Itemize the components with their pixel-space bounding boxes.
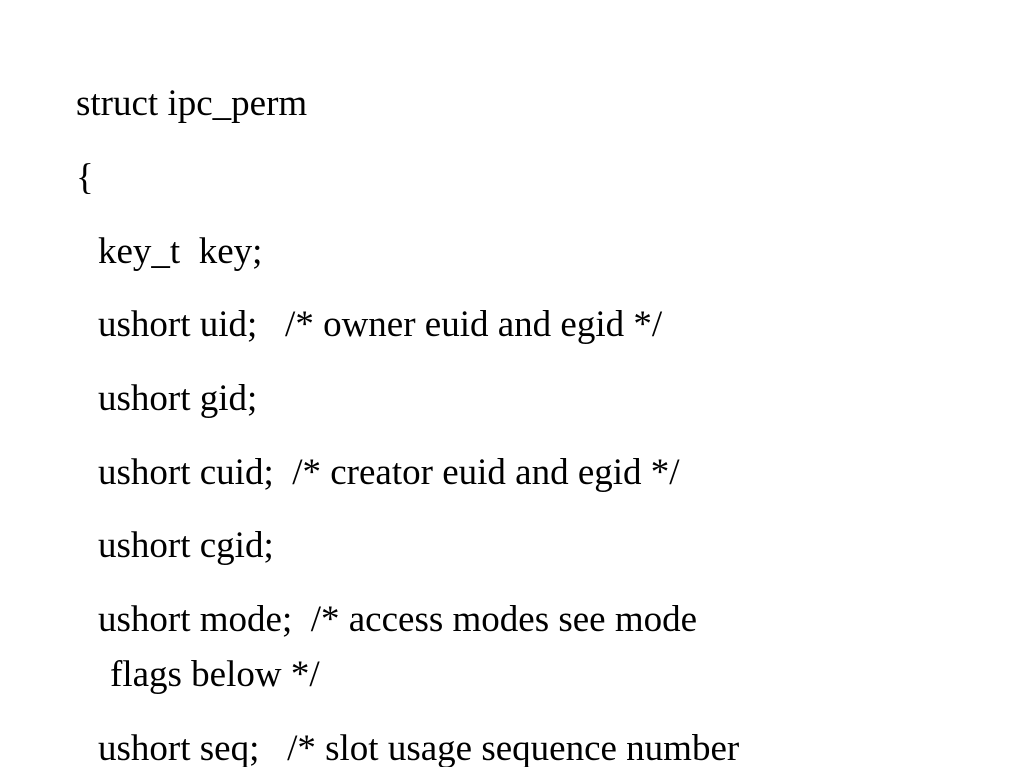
field-mode: ushort mode; /* access modes see mode [98,599,698,640]
field-uid: ushort uid; /* owner euid and egid */ [98,304,663,345]
field-key: key_t key; [98,231,263,272]
field-mode-continuation: flags below */ [110,654,320,695]
field-cuid: ushort cuid; /* creator euid and egid */ [98,452,680,493]
field-cgid: ushort cgid; [98,525,274,566]
open-brace: { [76,157,94,198]
field-gid: ushort gid; [98,378,258,419]
struct-declaration: struct ipc_perm [76,83,308,124]
field-seq: ushort seq; /* slot usage sequence numbe… [98,728,740,767]
